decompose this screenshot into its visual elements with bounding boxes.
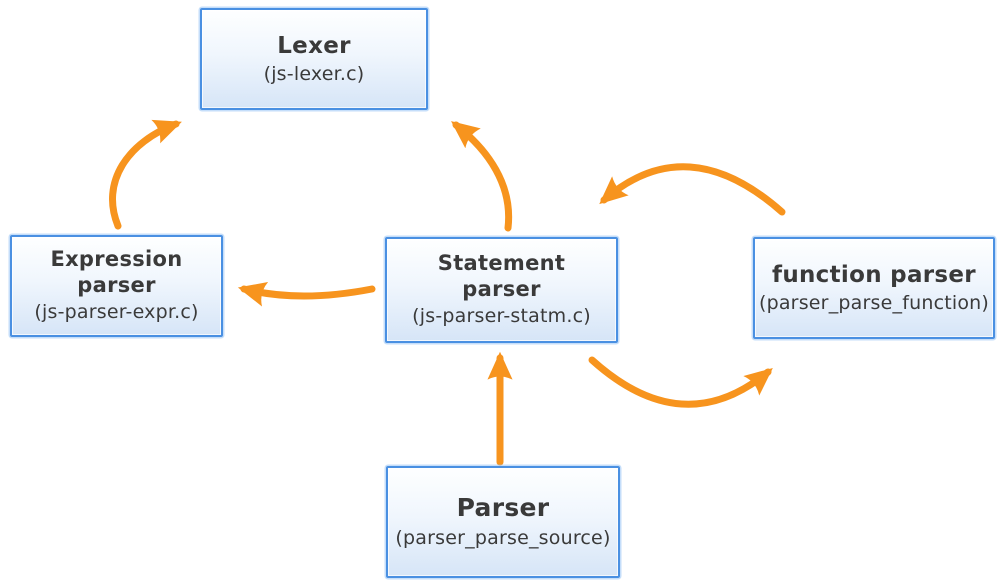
node-lexer: Lexer (js-lexer.c) — [200, 8, 428, 110]
node-parser: Parser (parser_parse_source) — [386, 466, 620, 578]
node-parser-subtitle: (parser_parse_source) — [395, 526, 611, 549]
edge-function-parser-to-statement-parser — [599, 163, 786, 216]
node-function-parser-title: function parser — [772, 261, 976, 288]
node-expression-parser: Expression parser (js-parser-expr.c) — [10, 235, 223, 337]
node-statement-parser-title: Statement parser — [437, 251, 566, 301]
edge-statement-parser-to-function-parser — [588, 356, 773, 408]
node-expression-parser-title: Expression parser — [50, 247, 183, 297]
node-function-parser: function parser (parser_parse_function) — [753, 237, 995, 339]
edge-expression-parser-to-lexer — [109, 119, 182, 230]
node-statement-parser: Statement parser (js-parser-statm.c) — [385, 237, 618, 343]
node-statement-parser-subtitle: (js-parser-statm.c) — [412, 305, 591, 328]
edge-statement-parser-to-expression-parser — [237, 282, 376, 307]
node-lexer-title: Lexer — [277, 32, 351, 59]
edge-statement-parser-to-lexer — [451, 121, 513, 232]
node-expression-parser-subtitle: (js-parser-expr.c) — [34, 301, 199, 324]
node-lexer-subtitle: (js-lexer.c) — [263, 62, 365, 85]
node-parser-title: Parser — [456, 493, 550, 523]
node-function-parser-subtitle: (parser_parse_function) — [758, 291, 990, 314]
